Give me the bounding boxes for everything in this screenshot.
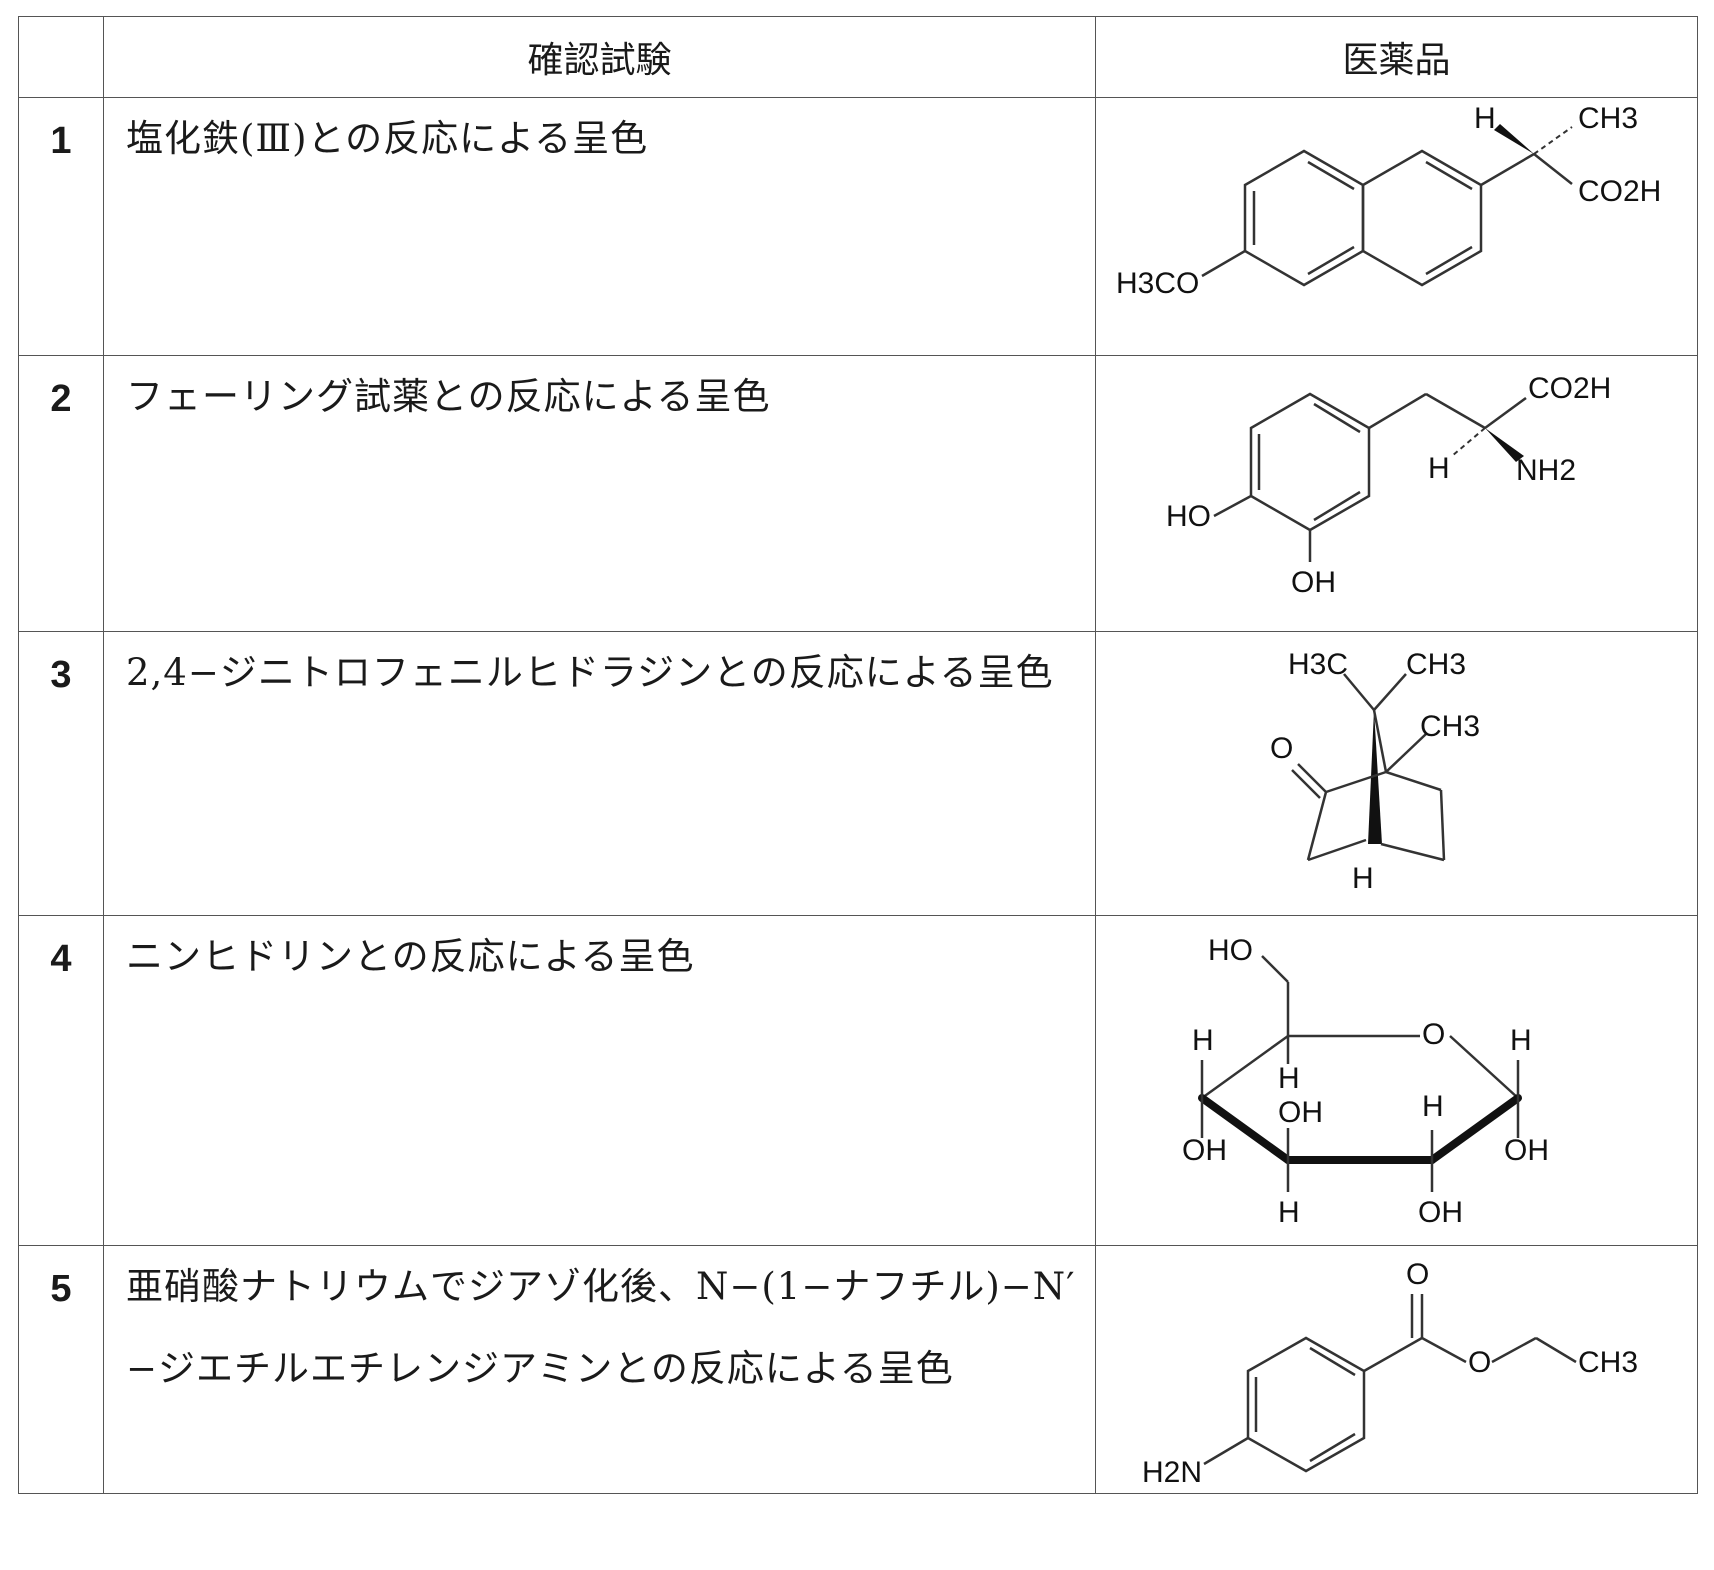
structure-camphor: H3C CH3 CH3 O H: [1270, 648, 1480, 895]
table-row: 3 2,4−ジニトロフェニルヒドラジンとの反応による呈色 H3C CH3 CH3: [18, 631, 1698, 916]
atom-label: OH: [1182, 1134, 1227, 1167]
atom-label: H: [1422, 1090, 1444, 1123]
structure-glucose: HO O H H H OH H OH OH H OH H OH: [1182, 934, 1549, 1229]
structure-levodopa: CO2H H NH2 HO OH: [1166, 372, 1611, 599]
atom-label: H2N: [1142, 1456, 1202, 1489]
atom-label: CH3: [1578, 102, 1638, 135]
test-drug-table: 確認試験 医薬品 1 塩化鉄(Ⅲ)との反応による呈色 H CH3 C: [18, 16, 1698, 1494]
atom-label: H: [1278, 1196, 1300, 1229]
header-test: 確認試験: [103, 16, 1096, 98]
atom-label: H: [1192, 1024, 1214, 1057]
atom-label: CO2H: [1528, 372, 1611, 405]
table-row: 2 フェーリング試薬との反応による呈色 CO2H H NH2 HO OH: [18, 355, 1698, 632]
atom-label: CH3: [1578, 1346, 1638, 1379]
drug-structure-cell: H3C CH3 CH3 O H: [1095, 631, 1698, 916]
row-number: 2: [18, 355, 104, 632]
atom-label: CO2H: [1578, 175, 1661, 208]
atom-label: H: [1352, 862, 1374, 895]
atom-label: H: [1474, 102, 1496, 135]
table-row: 5 亜硝酸ナトリウムでジアゾ化後、N−(1−ナフチル)−N′−ジエチルエチレンジ…: [18, 1245, 1698, 1494]
atom-label: OH: [1278, 1096, 1323, 1129]
table-row: 4 ニンヒドリンとの反応による呈色 HO: [18, 915, 1698, 1246]
test-description: 塩化鉄(Ⅲ)との反応による呈色: [103, 97, 1096, 356]
atom-label: OH: [1418, 1196, 1463, 1229]
atom-label: CH3: [1406, 648, 1466, 681]
atom-label: NH2: [1516, 454, 1576, 487]
row-number: 1: [18, 97, 104, 356]
atom-label: O: [1468, 1346, 1491, 1379]
header-no: [18, 16, 104, 98]
atom-label: OH: [1291, 566, 1336, 599]
header-drug: 医薬品: [1095, 16, 1698, 98]
atom-label: HO: [1166, 500, 1211, 533]
atom-label: H3C: [1288, 648, 1348, 681]
drug-structure-cell: O O CH3 H2N: [1095, 1245, 1698, 1494]
atom-label: H3CO: [1116, 267, 1199, 300]
atom-label: H: [1278, 1062, 1300, 1095]
test-description: 2,4−ジニトロフェニルヒドラジンとの反応による呈色: [103, 631, 1096, 916]
header-row: 確認試験 医薬品: [18, 16, 1698, 98]
test-description: 亜硝酸ナトリウムでジアゾ化後、N−(1−ナフチル)−N′−ジエチルエチレンジアミ…: [103, 1245, 1096, 1494]
structure-benzocaine: O O CH3 H2N: [1142, 1258, 1638, 1489]
structure-naproxen: H CH3 CO2H H3CO: [1116, 102, 1661, 300]
drug-structure-cell: CO2H H NH2 HO OH: [1095, 355, 1698, 632]
row-number: 3: [18, 631, 104, 916]
atom-label: OH: [1504, 1134, 1549, 1167]
drug-structure-cell: H CH3 CO2H H3CO: [1095, 97, 1698, 356]
atom-label: CH3: [1420, 710, 1480, 743]
test-description: ニンヒドリンとの反応による呈色: [103, 915, 1096, 1246]
table-row: 1 塩化鉄(Ⅲ)との反応による呈色 H CH3 CO2H H3CO: [18, 97, 1698, 356]
row-number: 5: [18, 1245, 104, 1494]
atom-label: H: [1428, 452, 1450, 485]
atom-label: O: [1422, 1018, 1445, 1051]
atom-label: O: [1406, 1258, 1429, 1291]
atom-label: HO: [1208, 934, 1253, 967]
atom-label: O: [1270, 732, 1293, 765]
atom-label: H: [1510, 1024, 1532, 1057]
row-number: 4: [18, 915, 104, 1246]
test-description: フェーリング試薬との反応による呈色: [103, 355, 1096, 632]
drug-structure-cell: HO O H H H OH H OH OH H OH H OH: [1095, 915, 1698, 1246]
